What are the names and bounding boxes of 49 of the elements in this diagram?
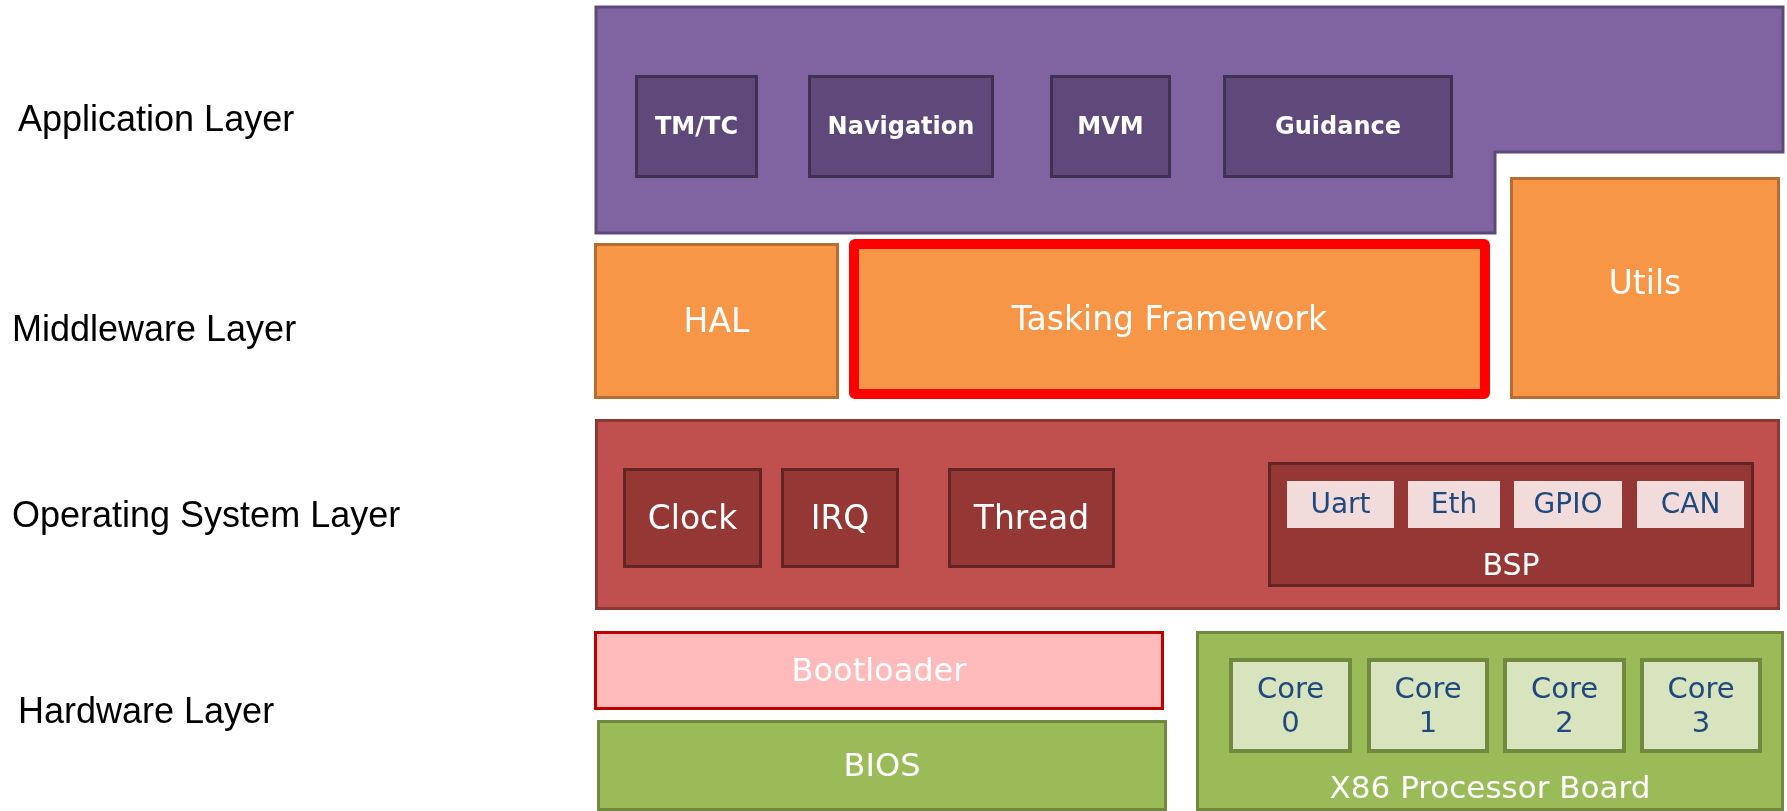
core-box <box>1229 658 1352 753</box>
component-box <box>623 468 762 568</box>
block-label: CAN <box>1659 488 1722 521</box>
bootloader-block <box>594 631 1164 710</box>
processor-board <box>1196 631 1784 811</box>
block-label: Clock <box>646 499 739 537</box>
core-box <box>1367 658 1489 753</box>
core-box <box>1640 658 1762 753</box>
layer-label: Hardware Layer <box>18 690 275 732</box>
block-label: Core 2 <box>1529 672 1600 739</box>
hardware-block <box>597 720 1167 811</box>
block-label: TM/TC <box>654 112 739 141</box>
block-label: Uart <box>1309 488 1372 521</box>
block-label: Core 3 <box>1666 672 1736 739</box>
block-label: MVM <box>1076 112 1145 141</box>
module-box <box>635 75 758 178</box>
block-label: BIOS <box>842 747 922 784</box>
layer-label: Operating System Layer <box>12 494 401 536</box>
block-label: Tasking Framework <box>1010 300 1329 338</box>
layer-label: Application Layer <box>18 98 295 140</box>
driver-box <box>1287 481 1394 528</box>
module-box <box>808 75 994 178</box>
driver-box <box>1637 481 1744 528</box>
block-label: X86 Processor Board <box>1328 770 1652 806</box>
layer-panel <box>595 419 1780 610</box>
driver-box <box>1408 481 1500 528</box>
highlighted-block <box>849 239 1490 399</box>
block-label: Core 1 <box>1393 672 1463 739</box>
module-box <box>1223 75 1453 178</box>
core-box <box>1503 658 1626 753</box>
component-box <box>781 468 899 568</box>
block-label: HAL <box>682 302 751 340</box>
block-label: IRQ <box>809 499 871 537</box>
block-label: BSP <box>1481 547 1541 582</box>
module-box <box>1050 75 1171 178</box>
block-label: Bootloader <box>790 652 968 689</box>
block-label: Guidance <box>1274 112 1402 141</box>
block-label: GPIO <box>1532 488 1604 521</box>
block-label: Navigation <box>826 112 976 141</box>
block-label: Core 0 <box>1255 672 1326 739</box>
block-label: Utils <box>1607 264 1683 302</box>
bsp-panel <box>1268 462 1754 587</box>
driver-box <box>1514 481 1622 528</box>
layer-label: Middleware Layer <box>12 308 297 350</box>
block-label: Thread <box>972 499 1091 537</box>
middleware-block <box>1510 177 1780 399</box>
middleware-block <box>594 243 839 399</box>
block-label: Eth <box>1429 488 1479 521</box>
component-box <box>948 468 1115 568</box>
